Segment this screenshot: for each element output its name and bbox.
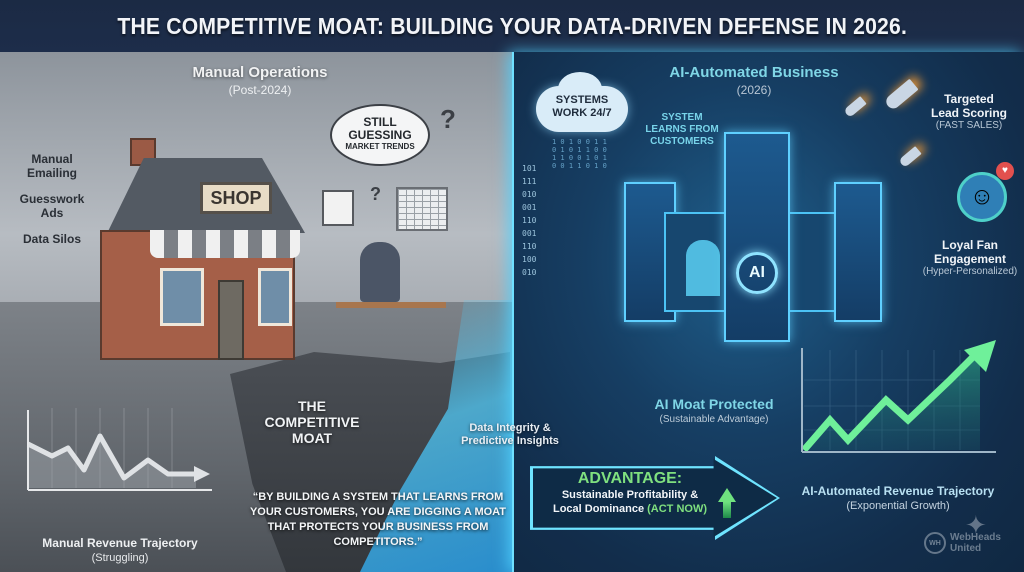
manual-pain-points: Manual Emailing Guesswork Ads Data Silos xyxy=(12,152,92,258)
moat-protected-subtitle: (Sustainable Advantage) xyxy=(659,414,769,425)
customer-avatar-icon: ☺ xyxy=(957,172,1007,222)
lead-scoring-label: Targeted Lead Scoring (FAST SALES) xyxy=(914,92,1024,131)
subheading-text: (Post-2024) xyxy=(228,83,292,97)
shop-sign: SHOP xyxy=(200,182,272,214)
up-arrow-icon xyxy=(718,488,736,502)
logo-line-1: WebHeads xyxy=(950,532,1001,543)
binary-row: 101 xyxy=(522,164,537,173)
manual-operations-panel: Manual Operations (Post-2024) Manual Ema… xyxy=(0,52,512,572)
title-bar: THE COMPETITIVE MOAT: BUILDING YOUR DATA… xyxy=(0,0,1024,52)
binary-row: 111 xyxy=(522,177,537,186)
cloud-line-2: WORK 24/7 xyxy=(552,107,612,119)
ai-chart-caption: AI-Automated Revenue Trajectory (Exponen… xyxy=(792,484,1004,512)
manual-revenue-chart xyxy=(26,408,212,491)
stressed-person xyxy=(360,242,400,302)
broken-window-icon xyxy=(258,268,292,326)
ai-business-heading: AI-Automated Business (2026) xyxy=(644,64,864,97)
rocket-icon xyxy=(843,96,867,118)
webheads-logo: WH WebHeads United xyxy=(924,532,1001,554)
castle-gate xyxy=(686,240,720,296)
calendar-icon xyxy=(322,190,354,226)
binary-row: 010 xyxy=(522,190,537,199)
castle-tower xyxy=(834,182,882,322)
ai-moat-protected-label: AI Moat Protected (Sustainable Advantage… xyxy=(614,396,814,425)
advantage-title: ADVANTAGE: xyxy=(577,470,683,487)
learns-line-3: CUSTOMERS xyxy=(650,136,714,147)
rocket-icon xyxy=(898,146,922,168)
binary-row: 010 xyxy=(522,268,537,277)
roof xyxy=(107,158,305,233)
act-now-cta: (ACT NOW) xyxy=(647,503,707,515)
caption-title: Manual Revenue Trajectory xyxy=(42,536,198,550)
heart-icon: ♥ xyxy=(996,162,1014,180)
lead-line-3: (FAST SALES) xyxy=(935,120,1003,131)
caption-title: AI-Automated Revenue Trajectory xyxy=(801,484,995,498)
question-mark-icon: ? xyxy=(370,184,381,204)
data-integrity-line-2: Predictive Insights xyxy=(461,435,559,447)
ai-revenue-chart xyxy=(801,340,996,453)
cloud-line-1: SYSTEMS xyxy=(555,94,609,106)
door xyxy=(218,280,244,360)
learns-line-2: LEARNS FROM xyxy=(645,124,719,135)
heading-text: AI-Automated Business xyxy=(669,64,839,81)
page-title: THE COMPETITIVE MOAT: BUILDING YOUR DATA… xyxy=(117,12,907,39)
lead-line-2: Lead Scoring xyxy=(930,106,1007,120)
question-mark-icon: ? xyxy=(440,104,456,134)
moat-quote: “BY BUILDING A SYSTEM THAT LEARNS FROM Y… xyxy=(249,491,507,548)
advantage-callout: ADVANTAGE: Sustainable Profitability & L… xyxy=(530,456,780,540)
advantage-text: ADVANTAGE: Sustainable Profitability & L… xyxy=(540,470,720,516)
learns-line-1: SYSTEM xyxy=(661,112,703,123)
caption-subtitle: (Struggling) xyxy=(91,552,149,564)
spreadsheet-icon xyxy=(396,187,448,231)
ai-automated-panel: AI-Automated Business (2026) SYSTEMS WOR… xyxy=(512,52,1024,572)
broken-window-icon xyxy=(160,268,204,326)
binary-stream: 101 111 010 001 110 001 110 100 010 xyxy=(522,162,536,279)
fan-line-2: Engagement xyxy=(933,252,1006,266)
binary-row: 001 xyxy=(522,203,537,212)
manual-operations-heading: Manual Operations (Post-2024) xyxy=(150,64,370,97)
fan-engagement-label: Loyal Fan Engagement (Hyper-Personalized… xyxy=(914,238,1024,277)
logo-mark: WH xyxy=(924,532,946,554)
heading-text: Manual Operations xyxy=(192,64,328,81)
shop-illustration: SHOP xyxy=(90,130,305,360)
fan-line-3: (Hyper-Personalized) xyxy=(922,266,1018,277)
data-integrity-line-1: Data Integrity & xyxy=(469,422,551,434)
moat-protected-title: AI Moat Protected xyxy=(654,396,774,412)
binary-row: 110 xyxy=(522,242,537,251)
binary-row: 001 xyxy=(522,229,537,238)
system-learns-label: SYSTEM LEARNS FROM CUSTOMERS xyxy=(642,112,722,148)
moat-label-line-2: MOAT xyxy=(291,430,333,446)
advantage-line-2: Local Dominance xyxy=(552,503,645,515)
bubble-line-3: MARKET TRENDS xyxy=(345,142,415,151)
bubble-line-1: STILL xyxy=(363,115,397,129)
subheading-text: (2026) xyxy=(736,83,772,97)
ai-badge-icon: AI xyxy=(736,252,778,294)
castle-main-tower xyxy=(724,132,790,342)
logo-line-2: United xyxy=(950,543,982,554)
binary-row: 100 xyxy=(522,255,537,264)
data-integrity-label: Data Integrity & Predictive Insights xyxy=(450,422,570,448)
awning xyxy=(150,230,300,258)
desk xyxy=(336,302,446,308)
moat-label-line-1: THE COMPETITIVE xyxy=(264,398,360,430)
cloud-icon: SYSTEMS WORK 24/7 xyxy=(536,72,628,132)
up-arrow-stem xyxy=(723,502,731,518)
label-data-silos: Data Silos xyxy=(22,232,82,246)
competitive-moat-label: THE COMPETITIVE MOAT xyxy=(252,398,372,446)
label-manual-emailing: Manual Emailing xyxy=(26,152,77,180)
lead-line-1: Targeted xyxy=(944,92,994,106)
sparkle-icon: ✦ xyxy=(965,510,987,540)
label-guesswork-ads: Guesswork Ads xyxy=(19,192,85,220)
ai-castle: AI xyxy=(624,132,884,342)
fan-line-1: Loyal Fan xyxy=(941,238,998,252)
caption-subtitle: (Exponential Growth) xyxy=(846,500,950,512)
advantage-line-1: Sustainable Profitability & xyxy=(561,489,699,501)
manual-chart-caption: Manual Revenue Trajectory (Struggling) xyxy=(30,536,210,564)
binary-row: 110 xyxy=(522,216,537,225)
logo-name: WebHeads United xyxy=(950,532,1001,554)
speech-bubble: STILL GUESSING MARKET TRENDS xyxy=(330,104,430,166)
bubble-line-2: GUESSING xyxy=(348,128,412,142)
